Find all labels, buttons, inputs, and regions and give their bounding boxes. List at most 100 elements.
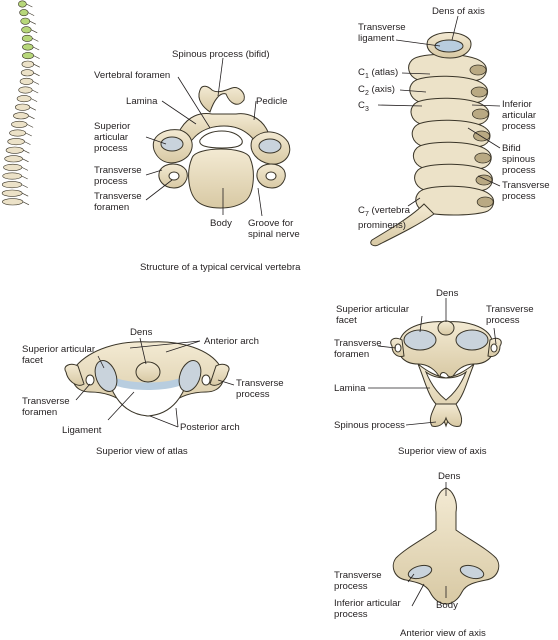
label-body: Body — [210, 218, 232, 229]
label-transverse-foramen-axis: Transverse foramen — [334, 338, 382, 360]
column-vertebra — [414, 163, 493, 194]
column-transverse-process — [473, 130, 491, 142]
column-transverse-process — [475, 174, 493, 186]
column-transverse-process — [470, 86, 488, 98]
label-transverse-process: Transverse process — [94, 165, 142, 187]
label-c3: C3 — [358, 100, 369, 113]
atlas-drawing — [64, 341, 230, 417]
caption-typical-vertebra: Structure of a typical cervical vertebra — [140, 262, 301, 273]
spine-thumbnail-process — [33, 46, 40, 51]
spine-thumbnail-vertebra — [21, 60, 35, 68]
column-transverse-process — [469, 64, 487, 76]
spine-thumbnail-process — [32, 89, 39, 94]
label-dens-of-axis: Dens of axis — [432, 6, 485, 17]
spine-thumbnail-vertebra — [5, 146, 24, 154]
column-vertebra — [411, 119, 491, 150]
spine-thumbnail-vertebra — [22, 43, 34, 51]
label-lamina: Lamina — [126, 96, 158, 107]
label-pedicle: Pedicle — [256, 96, 288, 107]
spine-thumbnail-vertebra — [13, 112, 29, 120]
spine-thumbnail-vertebra — [14, 103, 31, 111]
label-superior-articular-process: Superior articular process — [94, 121, 131, 154]
spine-thumbnail — [1, 0, 40, 206]
label-dens-axis-superior: Dens — [436, 288, 459, 299]
spine-thumbnail-vertebra — [21, 26, 32, 34]
label-bifid-spinous-process: Bifid spinous process — [502, 143, 536, 176]
label-transverse-process-axis-anterior: Transverse process — [334, 570, 382, 592]
axis-anterior-drawing — [392, 487, 500, 605]
spine-thumbnail-vertebra — [19, 9, 29, 17]
label-transverse-process-atlas: Transverse process — [236, 378, 284, 400]
label-body-axis-anterior: Body — [436, 600, 458, 611]
label-c2-axis: C2 (axis) — [358, 84, 395, 97]
spine-thumbnail-process — [33, 63, 40, 68]
label-dens-axis-anterior: Dens — [438, 471, 461, 482]
spine-thumbnail-process — [33, 72, 40, 77]
label-posterior-arch: Posterior arch — [180, 422, 240, 433]
label-transverse-foramen-atlas: Transverse foramen — [22, 396, 70, 418]
caption-atlas: Superior view of atlas — [96, 446, 188, 457]
spine-thumbnail-process — [21, 184, 28, 188]
label-c7-vertebra-prominens: C7 (vertebra prominens) — [358, 205, 410, 231]
spine-thumbnail-process — [25, 132, 32, 137]
spine-thumbnail-process — [22, 192, 29, 197]
spine-thumbnail-process — [21, 167, 29, 171]
label-transverse-process-column: Transverse process — [502, 180, 550, 202]
label-ligament: Ligament — [62, 425, 102, 436]
column-vertebra — [410, 97, 490, 128]
label-dens-atlas: Dens — [130, 327, 153, 338]
label-superior-articular-facet-axis: Superior articular facet — [336, 304, 410, 326]
label-transverse-foramen: Transverse foramen — [94, 191, 142, 213]
label-spinous-process-axis: Spinous process — [334, 420, 405, 431]
spine-thumbnail-vertebra — [20, 69, 34, 77]
label-spinous-process-bifid: Spinous process (bifid) — [172, 49, 270, 60]
column-transverse-process — [471, 108, 489, 120]
spine-thumbnail-process — [22, 158, 29, 163]
spine-thumbnail-process — [21, 175, 28, 180]
spine-thumbnail-process — [31, 29, 38, 34]
spine-thumbnail-vertebra — [1, 189, 23, 197]
spine-thumbnail-vertebra — [19, 77, 34, 85]
spine-thumbnail-process — [26, 124, 34, 128]
spine-thumbnail-vertebra — [4, 155, 23, 163]
label-transverse-ligament: Transverse ligament — [358, 22, 406, 44]
leader-lines — [75, 15, 501, 607]
typical-vertebra-drawing — [152, 85, 291, 209]
spine-thumbnail-process — [32, 38, 39, 42]
column-vertebra — [412, 141, 492, 172]
caption-axis-anterior: Anterior view of axis — [400, 628, 486, 639]
spine-thumbnail-process — [22, 201, 30, 206]
spine-thumbnail-vertebra — [18, 0, 27, 8]
spine-thumbnail-vertebra — [3, 163, 23, 171]
spine-thumbnail-process — [33, 55, 40, 59]
spine-thumbnail-process — [30, 98, 38, 102]
cervical-column-drawing — [370, 32, 495, 247]
spine-thumbnail-process — [28, 115, 35, 120]
spine-thumbnail-vertebra — [20, 17, 31, 25]
label-superior-articular-facet-atlas: Superior articular facet — [22, 344, 96, 366]
spine-thumbnail-vertebra — [22, 52, 34, 60]
label-inferior-articular-process-axis: Inferior articular process — [334, 598, 401, 620]
label-c1-atlas: C1 (atlas) — [358, 67, 399, 80]
spine-thumbnail-process — [23, 149, 30, 154]
label-transverse-process-axis: Transverse process — [486, 304, 534, 326]
spine-thumbnail-vertebra — [18, 86, 33, 94]
column-vertebra — [409, 75, 489, 106]
column-transverse-process — [476, 196, 494, 208]
label-groove-for-spinal-nerve: Groove for spinal nerve — [248, 218, 300, 240]
spine-thumbnail-vertebra — [11, 120, 28, 128]
spine-thumbnail-vertebra — [2, 172, 22, 180]
spine-thumbnail-process — [29, 106, 37, 111]
spine-thumbnail-process — [29, 20, 36, 25]
spine-thumbnail-vertebra — [21, 34, 33, 42]
spine-thumbnail-process — [32, 81, 40, 85]
spine-thumbnail-vertebra — [7, 138, 25, 146]
spine-thumbnail-vertebra — [16, 95, 32, 103]
label-inferior-articular-process: Inferior articular process — [502, 99, 537, 132]
spine-thumbnail-process — [24, 141, 31, 145]
caption-axis-superior: Superior view of axis — [398, 446, 487, 457]
label-vertebral-foramen: Vertebral foramen — [94, 70, 171, 81]
column-vertebra — [415, 185, 495, 216]
